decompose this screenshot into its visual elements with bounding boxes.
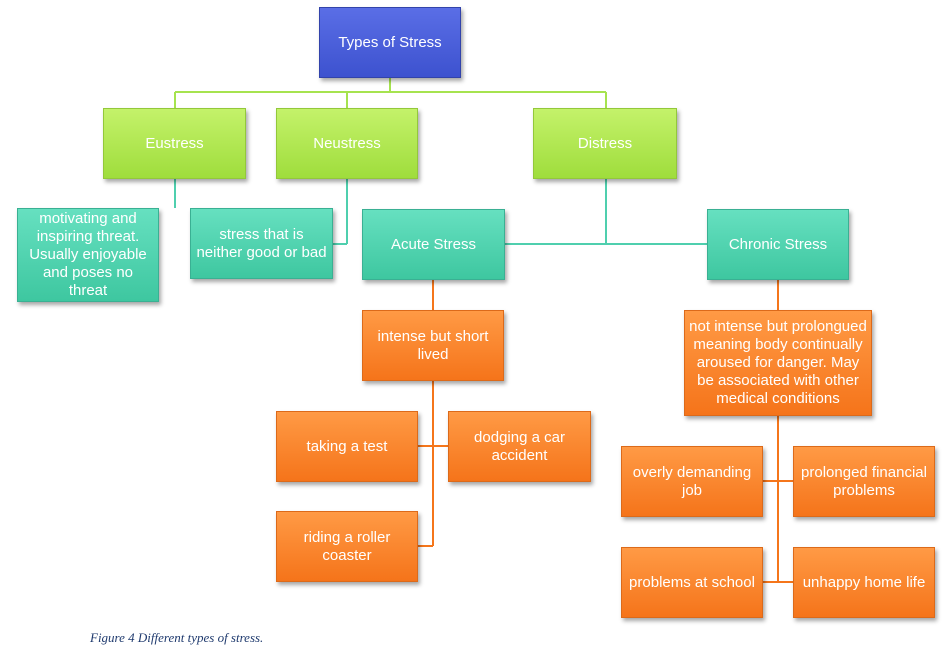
acute-connectors — [417, 280, 448, 547]
chronic-connectors — [763, 280, 793, 583]
node-riding-a-roller-coaster: riding a roller coaster — [276, 511, 418, 582]
node-unhappy-home-life: unhappy home life — [793, 547, 935, 618]
node-chronic-stress: Chronic Stress — [707, 209, 849, 280]
node-types-of-stress: Types of Stress — [319, 7, 461, 78]
node-overly-demanding-job: overly demanding job — [621, 446, 763, 517]
level1-connectors — [174, 179, 707, 245]
node-neustress-description: stress that is neither good or bad — [190, 208, 333, 279]
figure-caption: Figure 4 Different types of stress. — [90, 630, 264, 645]
node-acute-description: intense but short lived — [362, 310, 504, 381]
node-eustress: Eustress — [103, 108, 246, 179]
node-eustress-description: motivating and inspiring threat. Usually… — [17, 208, 159, 302]
root-connectors — [174, 78, 607, 108]
node-prolonged-financial-problems: prolonged financial problems — [793, 446, 935, 517]
node-distress: Distress — [533, 108, 677, 179]
node-acute-stress: Acute Stress — [362, 209, 505, 280]
node-chronic-description: not intense but prolongued meaning body … — [684, 310, 872, 416]
node-neustress: Neustress — [276, 108, 418, 179]
node-taking-a-test: taking a test — [276, 411, 418, 482]
node-problems-at-school: problems at school — [621, 547, 763, 618]
node-dodging-a-car-accident: dodging a car accident — [448, 411, 591, 482]
